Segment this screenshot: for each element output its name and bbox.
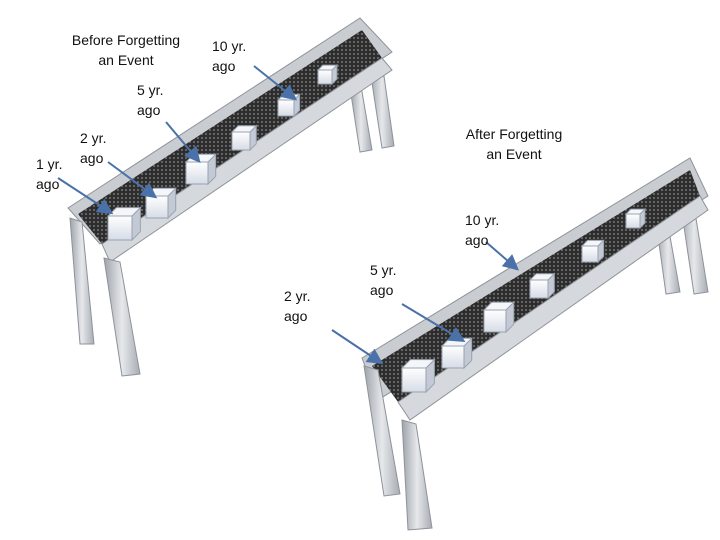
memory-cube [440, 337, 473, 370]
memory-cubes-after [400, 207, 647, 394]
arrow-5yr [165, 121, 201, 164]
label-after-5yr: 5 yr. ago [370, 262, 397, 298]
leg-front-right [103, 257, 141, 377]
memory-cube [230, 124, 258, 152]
label-after-2yr: 2 yr. ago [284, 288, 311, 324]
arrow-10yr [253, 65, 298, 101]
conveyor-after [361, 157, 709, 531]
label-before-10yr: 10 yr. ago [212, 38, 247, 74]
label-before-5yr: 5 yr. ago [137, 82, 164, 118]
label-after-10yr: 10 yr. ago [465, 212, 500, 248]
arrow-2yr [107, 161, 158, 199]
memory-cube [482, 301, 515, 334]
memory-cube [106, 206, 142, 242]
frame-front-rim [397, 195, 709, 421]
memory-cube [624, 207, 647, 230]
title-after: After Forgetting an Event [465, 126, 563, 162]
memory-cube [276, 93, 301, 118]
label-before-1yr: 1 yr. ago [36, 156, 63, 192]
leg-front-left [363, 365, 401, 497]
arrow-2yr [331, 329, 384, 365]
leg-front-right [401, 419, 433, 531]
arrow-1yr [57, 177, 114, 215]
memory-cube [400, 358, 436, 394]
label-before-2yr: 2 yr. ago [80, 130, 107, 166]
arrows-before [57, 65, 298, 215]
arrow-5yr [401, 303, 466, 343]
memory-cube [528, 272, 556, 300]
arrow-10yr [485, 241, 520, 271]
memory-cube [184, 153, 217, 186]
leg-front-left [69, 217, 95, 345]
arrows-after [331, 241, 520, 365]
memory-cube [580, 239, 605, 264]
memory-cube [316, 63, 339, 86]
title-before: Before Forgetting an Event [71, 32, 181, 68]
